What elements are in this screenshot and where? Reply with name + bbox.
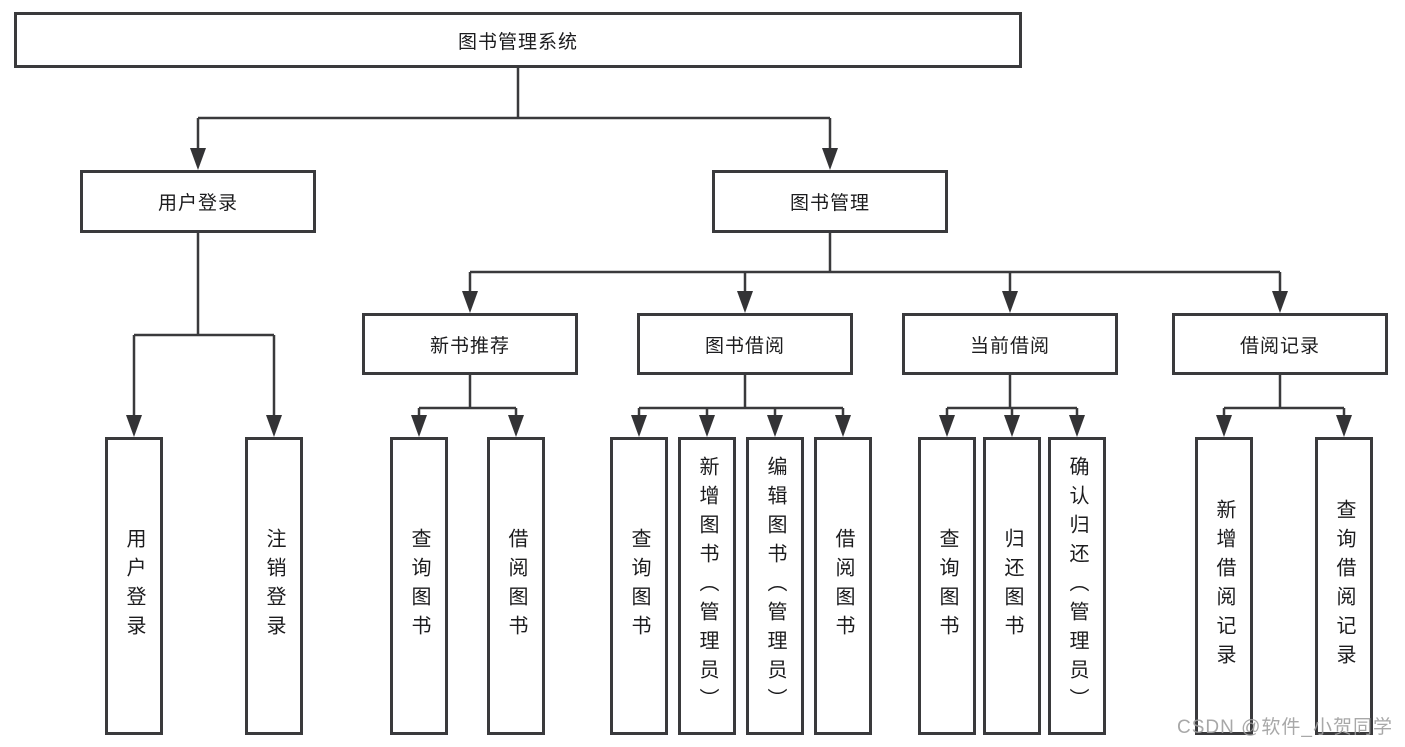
leaf-current-query-books-label: 查询图书	[936, 528, 958, 644]
arrowheads	[126, 148, 1352, 437]
leaf-user-login-label: 用户登录	[123, 528, 145, 644]
leaf-records-add-record: 新增借阅记录	[1195, 437, 1253, 735]
node-borrowing-records-label: 借阅记录	[1239, 335, 1320, 357]
leaf-records-query-record: 查询借阅记录	[1315, 437, 1373, 735]
leaf-current-return-books-label: 归还图书	[1001, 528, 1023, 644]
leaf-current-return-books: 归还图书	[983, 437, 1041, 735]
node-book-borrowing-label: 图书借阅	[704, 335, 785, 357]
leaf-user-login: 用户登录	[105, 437, 163, 735]
leaf-logout-login: 注销登录	[245, 437, 303, 735]
leaf-records-add-record-label: 新增借阅记录	[1213, 499, 1235, 673]
node-user-login: 用户登录	[80, 170, 316, 233]
node-root-label: 图书管理系统	[457, 31, 578, 53]
node-current-borrowing: 当前借阅	[902, 313, 1118, 375]
watermark: CSDN @软件_小贺同学	[1177, 717, 1393, 738]
node-root: 图书管理系统	[14, 12, 1022, 68]
leaf-borrowing-add-book-admin-label: 新增图书（管理员）	[696, 455, 718, 717]
leaf-current-query-books: 查询图书	[918, 437, 976, 735]
node-current-borrowing-label: 当前借阅	[969, 335, 1050, 357]
leaf-records-query-record-label: 查询借阅记录	[1333, 499, 1355, 673]
leaf-borrowing-query-books-label: 查询图书	[628, 528, 650, 644]
leaf-current-confirm-return-admin: 确认归还（管理员）	[1048, 437, 1106, 735]
node-new-book-recommendation: 新书推荐	[362, 313, 578, 375]
connector-lines	[132, 68, 1346, 421]
leaf-borrowing-borrow-books: 借阅图书	[814, 437, 872, 735]
leaf-borrowing-borrow-books-label: 借阅图书	[832, 528, 854, 644]
leaf-recommend-borrow-books: 借阅图书	[487, 437, 545, 735]
leaf-logout-login-label: 注销登录	[263, 528, 285, 644]
node-new-book-recommendation-label: 新书推荐	[429, 335, 510, 357]
node-book-borrowing: 图书借阅	[637, 313, 853, 375]
leaf-borrowing-query-books: 查询图书	[610, 437, 668, 735]
leaf-borrowing-edit-book-admin: 编辑图书（管理员）	[746, 437, 804, 735]
leaf-recommend-query-books: 查询图书	[390, 437, 448, 735]
leaf-recommend-borrow-books-label: 借阅图书	[505, 528, 527, 644]
node-user-login-label: 用户登录	[157, 193, 238, 214]
leaf-borrowing-add-book-admin: 新增图书（管理员）	[678, 437, 736, 735]
node-book-management-label: 图书管理	[789, 193, 870, 214]
leaf-borrowing-edit-book-admin-label: 编辑图书（管理员）	[764, 455, 786, 717]
node-book-management: 图书管理	[712, 170, 948, 233]
node-borrowing-records: 借阅记录	[1172, 313, 1388, 375]
leaf-current-confirm-return-admin-label: 确认归还（管理员）	[1066, 455, 1088, 717]
leaf-recommend-query-books-label: 查询图书	[408, 528, 430, 644]
